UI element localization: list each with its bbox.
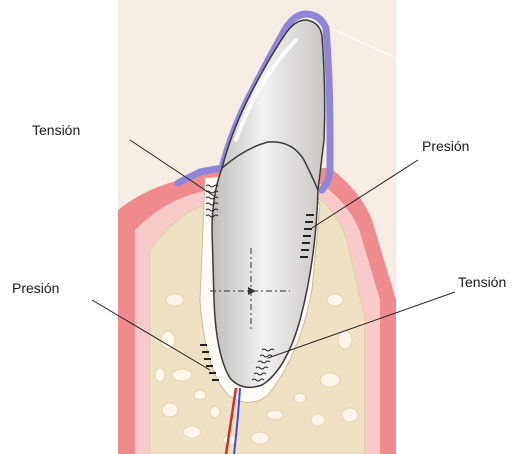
label-tension-top: Tensión — [32, 122, 80, 138]
label-presion-top: Presión — [422, 138, 469, 154]
label-presion-bottom: Presión — [12, 280, 59, 296]
label-tension-bottom: Tensión — [458, 274, 506, 290]
